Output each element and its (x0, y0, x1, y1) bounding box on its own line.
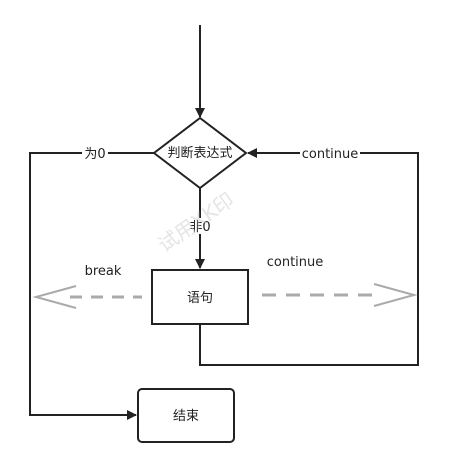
end-box (137, 388, 235, 443)
statement-label: 语句 (187, 291, 213, 306)
continue-mid-label: continue (267, 255, 324, 270)
break-label: break (85, 264, 122, 279)
continue-top-label: continue (302, 147, 359, 162)
zero-label: 为0 (84, 147, 105, 162)
zero-edge (29, 152, 154, 420)
statement-box (151, 269, 249, 325)
loop-back-edge (199, 148, 419, 366)
watermark: 试用XK印 (154, 188, 239, 257)
nonzero-label: 非0 (189, 220, 210, 235)
break-arrowhead (32, 285, 77, 309)
end-label: 结束 (173, 409, 199, 424)
nonzero-label-bg (188, 218, 212, 234)
condition-label: 判断表达式 (167, 146, 232, 161)
continue-arrowhead (373, 283, 418, 307)
continue-top-bg (300, 145, 360, 161)
zero-label-bg (82, 145, 108, 161)
